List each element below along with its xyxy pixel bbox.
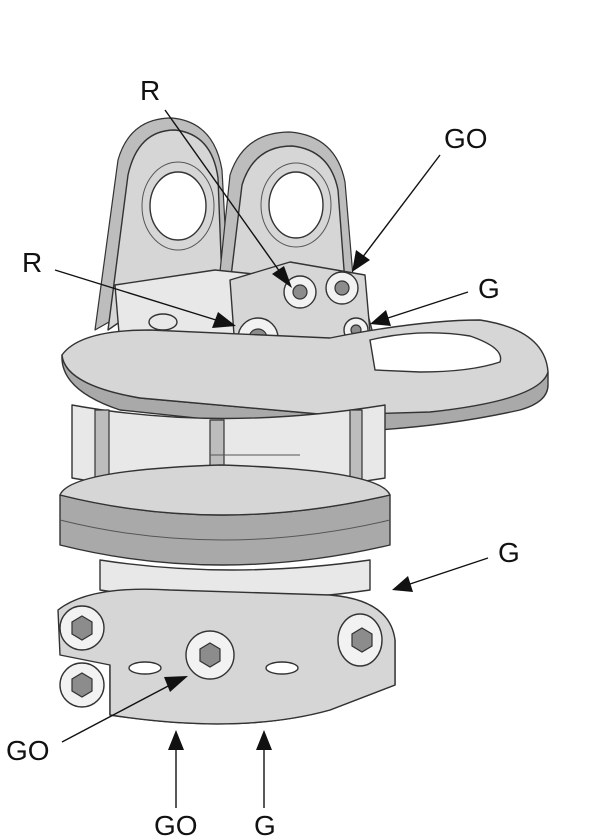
callout-label-g-top: G [478,273,500,304]
callout-label-r-top: R [140,75,160,106]
rotor-ring [59,464,391,566]
callout-g-right: G [392,537,520,592]
callout-go-bottom: GO [154,730,198,839]
callout-r-left: R [22,247,236,328]
rotator-illustration [57,117,549,725]
callout-label-go-top: GO [444,123,488,154]
bottom-block [57,588,396,725]
callout-label-go-bottom: GO [154,810,198,839]
callout-go-left: GO [6,676,188,766]
callout-r-top: R [140,75,292,288]
top-flange [61,313,549,433]
callout-g-bottom: G [254,730,276,839]
callout-label-g-bottom: G [254,810,276,839]
callout-label-g-right: G [498,537,520,568]
callout-label-go-left: GO [6,735,50,766]
callout-g-top: G [370,273,500,326]
callout-go-top: GO [352,123,488,272]
callout-label-r-left: R [22,247,42,278]
